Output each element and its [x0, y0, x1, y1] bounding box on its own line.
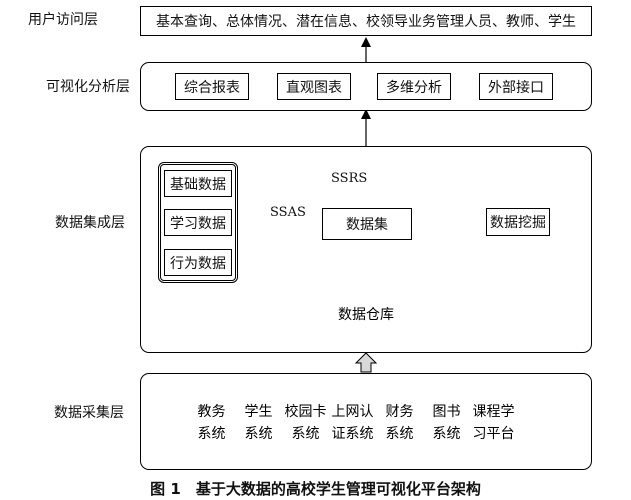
collection-system-label: 财务系统 [376, 396, 423, 452]
access-layer-box: 基本查询、总体情况、潜在信息、校领导业务管理人员、教师、学生 [140, 6, 592, 36]
source-learning-data: 学习数据 [164, 209, 232, 236]
layer-label-visual: 可视化分析层 [46, 79, 130, 95]
collection-system-label-line: 教务 [197, 404, 226, 421]
source-basic-data: 基础数据 [164, 170, 232, 197]
arrow-collection-to-integration [354, 352, 378, 373]
collection-system-label-line: 图书 [432, 404, 461, 421]
collection-system-label-line: 系统 [432, 426, 461, 442]
collection-system-label: 图书系统 [423, 396, 470, 452]
collection-system-label-line: 系统 [197, 426, 226, 442]
collection-system-label: 上网认证系统 [329, 396, 376, 452]
collection-system-label-line: 证系统 [331, 426, 374, 442]
visual-item-intuitive-chart: 直观图表 [277, 73, 351, 100]
ssas-label: SSAS [270, 205, 306, 220]
layer-label-integration: 数据集成层 [55, 215, 125, 231]
collection-system-label-line: 学生 [244, 404, 273, 421]
data-mining-box: 数据挖掘 [486, 208, 550, 236]
collection-system-label-line: 上网认 [331, 404, 374, 421]
collection-system-label: 校园卡系统 [282, 396, 329, 452]
collection-system-label-line: 课程学 [472, 404, 515, 421]
layer-label-access: 用户访问层 [28, 12, 98, 28]
data-warehouse-label: 数据仓库 [338, 307, 394, 324]
collection-system-label-line: 系统 [244, 426, 273, 442]
visual-item-comprehensive-report: 综合报表 [175, 73, 249, 100]
layer-label-collection: 数据采集层 [54, 405, 124, 421]
collection-system-label: 教务系统 [188, 396, 235, 452]
collection-system-label-line: 校园卡 [284, 404, 327, 421]
visual-item-multidimensional-analysis: 多维分析 [377, 73, 451, 100]
dataset-box: 数据集 [322, 208, 412, 240]
visual-item-external-interface: 外部接口 [479, 73, 553, 100]
collection-system-label-line: 系统 [291, 426, 320, 442]
collection-system-label-line: 习平台 [472, 426, 515, 442]
collection-system-label: 学生系统 [235, 396, 282, 452]
ssrs-label: SSRS [331, 171, 368, 186]
collection-layer-frame [140, 373, 592, 470]
figure-caption: 图 1 基于大数据的高校学生管理可视化平台架构 [150, 480, 481, 498]
collection-system-label-line: 系统 [385, 426, 414, 442]
collection-system-label-line: 财务 [385, 404, 414, 421]
collection-system-label: 课程学习平台 [470, 396, 517, 452]
source-behavior-data: 行为数据 [164, 249, 232, 276]
